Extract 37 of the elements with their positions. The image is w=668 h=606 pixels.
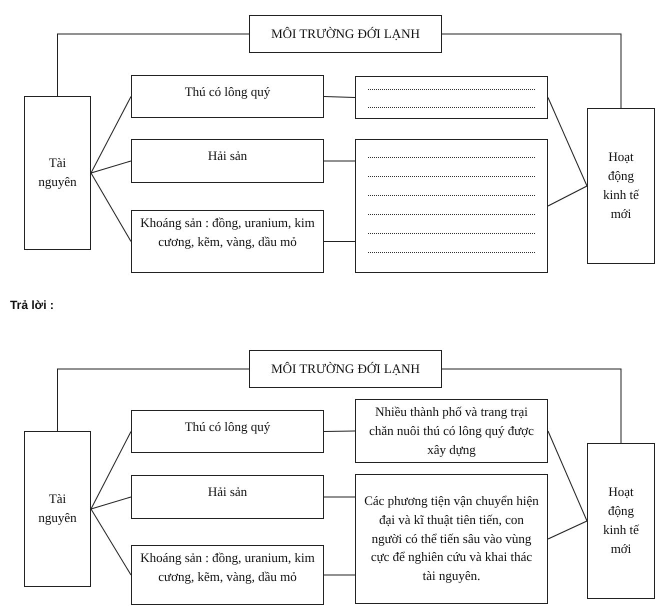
answer-box <box>355 76 548 119</box>
connector-line <box>90 431 132 510</box>
connector-line <box>57 34 250 96</box>
connector-line <box>324 96 356 98</box>
text-box: Tài nguyên <box>24 96 91 250</box>
text-box: Hải sản <box>131 139 324 183</box>
connector-line <box>324 241 356 242</box>
title-box: MÔI TRƯỜNG ĐỚI LẠNH <box>249 15 442 53</box>
connector-line <box>90 96 132 174</box>
answer-box <box>355 139 548 273</box>
text-box: Hải sản <box>131 475 324 519</box>
connector-line <box>90 496 132 510</box>
connector-line <box>442 34 622 108</box>
text-box: Các phương tiện vận chuyển hiện đại và kĩ thuật tiên tiến, con người có thể tiến sâu vào vùng cực để nghiên cứu và khai thác tài nguyên. <box>355 474 548 604</box>
text-box: Hoạt động kinh tế mới <box>587 443 655 599</box>
text-box: Thú có lông quý <box>131 75 324 118</box>
connector-line <box>90 160 132 174</box>
text-box: Nhiều thành phố và trang trại chăn nuôi thú có lông quý được xây dựng <box>355 399 548 463</box>
text-box: Thú có lông quý <box>131 410 324 453</box>
answer-heading: Trả lời : <box>10 298 54 312</box>
text-box: Khoáng sản : đồng, uranium, kim cương, kẽm, vàng, dầu mỏ <box>131 545 324 605</box>
text-box: Khoáng sản : đồng, uranium, kim cương, kẽm, vàng, dầu mỏ <box>131 210 324 273</box>
connector-line <box>548 186 588 206</box>
connector-line <box>324 574 356 576</box>
connector-line <box>548 430 588 522</box>
connector-line <box>548 97 588 186</box>
text-box: Tài nguyên <box>24 431 91 587</box>
connector-line <box>442 368 622 444</box>
title-box: MÔI TRƯỜNG ĐỚI LẠNH <box>249 350 442 388</box>
connector-line <box>90 508 132 576</box>
text-box: Hoạt động kinh tế mới <box>587 108 655 264</box>
connector-line <box>57 368 250 432</box>
connector-line <box>324 496 356 498</box>
connector-line <box>548 520 588 540</box>
connector-line <box>324 160 356 162</box>
connector-line <box>324 430 356 432</box>
connector-line <box>90 172 132 242</box>
